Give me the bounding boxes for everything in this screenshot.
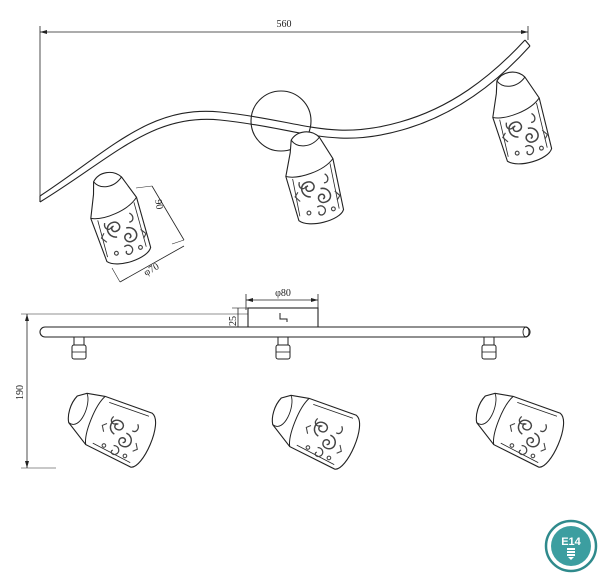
total-height-label: 190 [15,385,26,400]
shade-height-dimension: 90 [135,185,185,245]
joint-right [481,336,497,360]
shade-height-label: 90 [152,199,165,211]
bulb-socket-icon [567,548,575,560]
side-shade-center [262,386,365,473]
badge-label: E14 [561,536,581,548]
total-height-dimension: 190 [15,313,248,469]
side-view: φ80 25 190 [15,288,569,473]
badge-fill [551,526,591,566]
straight-bar [39,326,531,338]
base-diameter-dimension: φ80 [245,288,319,310]
joint-left [71,336,87,360]
joint-center [275,336,291,360]
shade-diameter-label: φ70 [142,261,161,278]
side-shade-left [58,384,161,471]
mounting-base [247,307,319,329]
overall-length-dimension: 560 [39,19,529,198]
base-height-dimension: 25 [228,307,248,329]
base-height-label: 25 [228,316,239,326]
top-view: 560 90 φ70 [39,19,556,283]
base-diameter-label: φ80 [275,288,291,299]
side-shade-right [466,384,569,471]
e14-socket-badge: E14 [544,519,598,573]
overall-length-label: 560 [277,19,292,30]
top-shade-left [79,166,155,269]
